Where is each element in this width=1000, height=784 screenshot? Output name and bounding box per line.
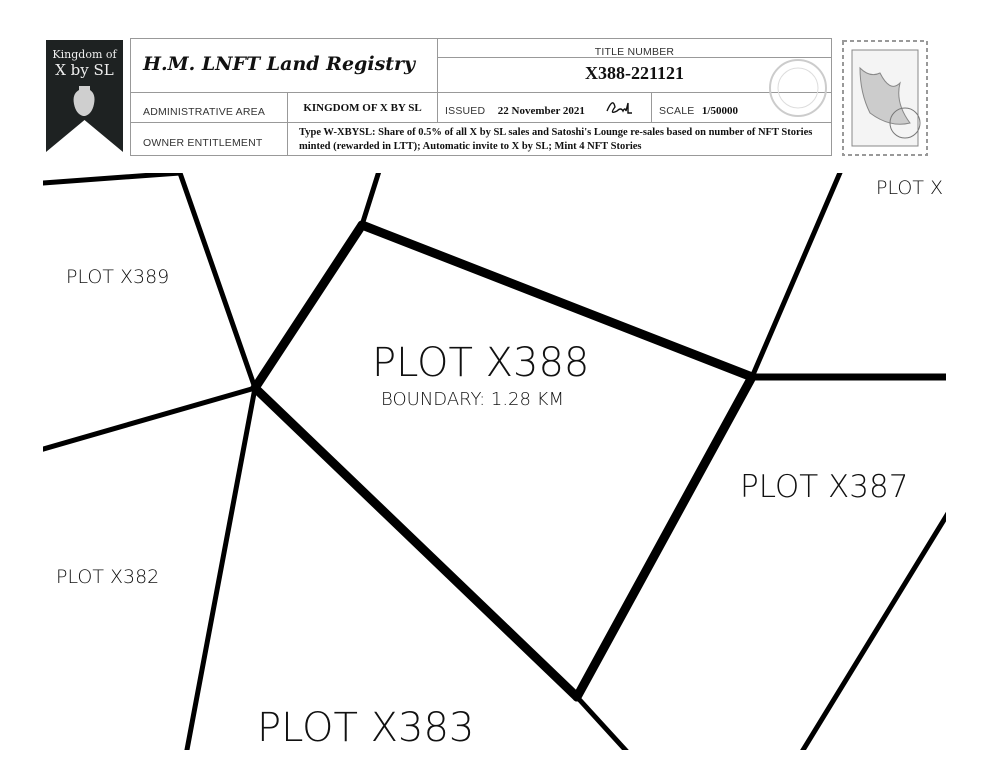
title-number-label-cell: TITLE NUMBER [438,39,831,58]
boundary-line [357,220,757,382]
signature-icon [606,102,632,114]
plot-map: PLOT X388 BOUNDARY: 1.28 KM PLOT X389 PL… [43,173,946,750]
boundary-line [572,372,757,702]
boundary-length: BOUNDARY: 1.28 KM [381,389,565,410]
issued-date: 22 November 2021 [497,105,585,117]
badge-line2: X by SL [55,61,114,79]
title-number: X388-221121 [585,63,684,83]
plot-label-partial: PLOT X [876,177,943,199]
registry-title: H.M. LNFT Land Registry [143,53,416,75]
scale-value: 1/50000 [701,105,738,117]
entitlement-cell: Type W-XBYSL: Share of 0.5% of all X by … [288,123,831,156]
admin-area: KINGDOM OF X BY SL [303,102,422,114]
title-number-cell: X388-221121 [438,58,831,93]
boundary-line [250,383,582,702]
main-plot-label: PLOT X388 [372,340,590,386]
entitlement-label-cell: OWNER ENTITLEMENT [131,123,288,156]
entitlement-text: Type W-XBYSL: Share of 0.5% of all X by … [299,127,813,152]
plot-boundaries [43,173,946,750]
scale-label: SCALE [659,105,695,117]
boundary-line [749,173,843,380]
postage-stamp-icon [842,40,928,156]
admin-area-label: ADMINISTRATIVE AREA [143,106,266,118]
boundary-line [250,220,367,393]
registry-header-table: H.M. LNFT Land Registry TITLE NUMBER X38… [130,38,832,156]
boundary-line [177,173,258,391]
kingdom-badge-logo: Kingdom of X by SL [46,40,123,152]
title-number-label: TITLE NUMBER [594,46,675,58]
boundary-line [359,173,382,228]
issued-label: ISSUED [445,105,486,117]
issued-cell: ISSUED 22 November 2021 [438,93,652,123]
plot-label-x383: PLOT X383 [257,705,475,750]
title-cell: H.M. LNFT Land Registry [131,39,438,93]
boundary-line [800,511,946,750]
boundary-line [184,385,258,750]
boundary-line [43,173,183,186]
badge-line1: Kingdom of [52,48,117,61]
entitlement-label: OWNER ENTITLEMENT [143,137,263,149]
boundary-line [43,385,258,452]
plot-label-x387: PLOT X387 [740,469,909,505]
seal-stamp-icon [769,59,827,117]
scale-cell: SCALE 1/50000 [652,93,831,123]
plot-label-x382: PLOT X382 [56,566,160,588]
plot-label-x389: PLOT X389 [66,266,170,288]
admin-area-label-cell: ADMINISTRATIVE AREA [131,93,288,123]
boundary-line [574,694,629,750]
admin-area-cell: KINGDOM OF X BY SL [288,93,438,123]
